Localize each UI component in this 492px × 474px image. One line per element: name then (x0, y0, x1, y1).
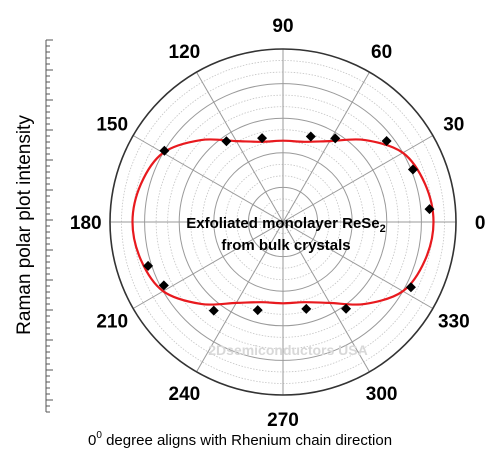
data-point-marker (424, 204, 435, 215)
grid-spoke (282, 71, 370, 223)
grid-spoke (282, 221, 434, 309)
data-point-marker (301, 303, 312, 314)
grid-spoke (132, 221, 284, 309)
data-point-marker (305, 131, 316, 142)
angle-tick-label: 330 (438, 312, 470, 333)
footnote-superscript: 0 (96, 430, 102, 441)
data-point-marker (252, 305, 263, 316)
footnote: 00 degree aligns with Rhenium chain dire… (88, 430, 392, 449)
grid-spoke (196, 221, 284, 373)
angle-tick-label: 60 (371, 42, 392, 63)
angle-tick-label: 180 (70, 213, 102, 234)
angle-tick-label: 150 (96, 114, 128, 135)
watermark: 2Dsemiconductors USA (208, 342, 367, 358)
angle-tick-label: 300 (366, 384, 398, 405)
angle-tick-label: 0 (475, 213, 486, 234)
data-point-marker (221, 136, 232, 147)
angle-tick-label: 90 (272, 16, 293, 37)
grid-spoke (282, 135, 434, 223)
data-point-marker (407, 164, 418, 175)
angle-tick-label: 30 (443, 114, 464, 135)
y-axis (45, 39, 53, 413)
data-point-marker (405, 282, 416, 293)
chart-subtitle: from bulk crystals (221, 237, 350, 254)
data-point-marker (208, 305, 219, 316)
data-point-marker (341, 303, 352, 314)
data-point-marker (158, 280, 169, 291)
series-layer (131, 131, 435, 316)
data-point-marker (381, 136, 392, 147)
polar-grid (109, 48, 457, 396)
angle-tick-label: 270 (267, 410, 299, 431)
grid-spoke (132, 135, 284, 223)
grid-spoke (196, 71, 284, 223)
chart-title-subscript: 2 (380, 223, 386, 235)
chart-title: Exfoliated monolayer ReSe2 (186, 215, 386, 235)
angle-tick-label: 210 (96, 312, 128, 333)
data-point-marker (257, 133, 268, 144)
data-point-marker (159, 145, 170, 156)
data-point-marker (143, 260, 154, 271)
outer-circle (109, 48, 457, 396)
angle-labels: 0 30 60 90 120 150 180 210 240 270 300 330 (70, 16, 486, 431)
angle-tick-label: 240 (169, 384, 201, 405)
angle-tick-label: 120 (169, 42, 201, 63)
data-point-marker (330, 133, 341, 144)
y-axis-label: Raman polar plot intensity (14, 115, 35, 335)
series-curve (131, 138, 435, 306)
grid-spoke (282, 221, 370, 373)
